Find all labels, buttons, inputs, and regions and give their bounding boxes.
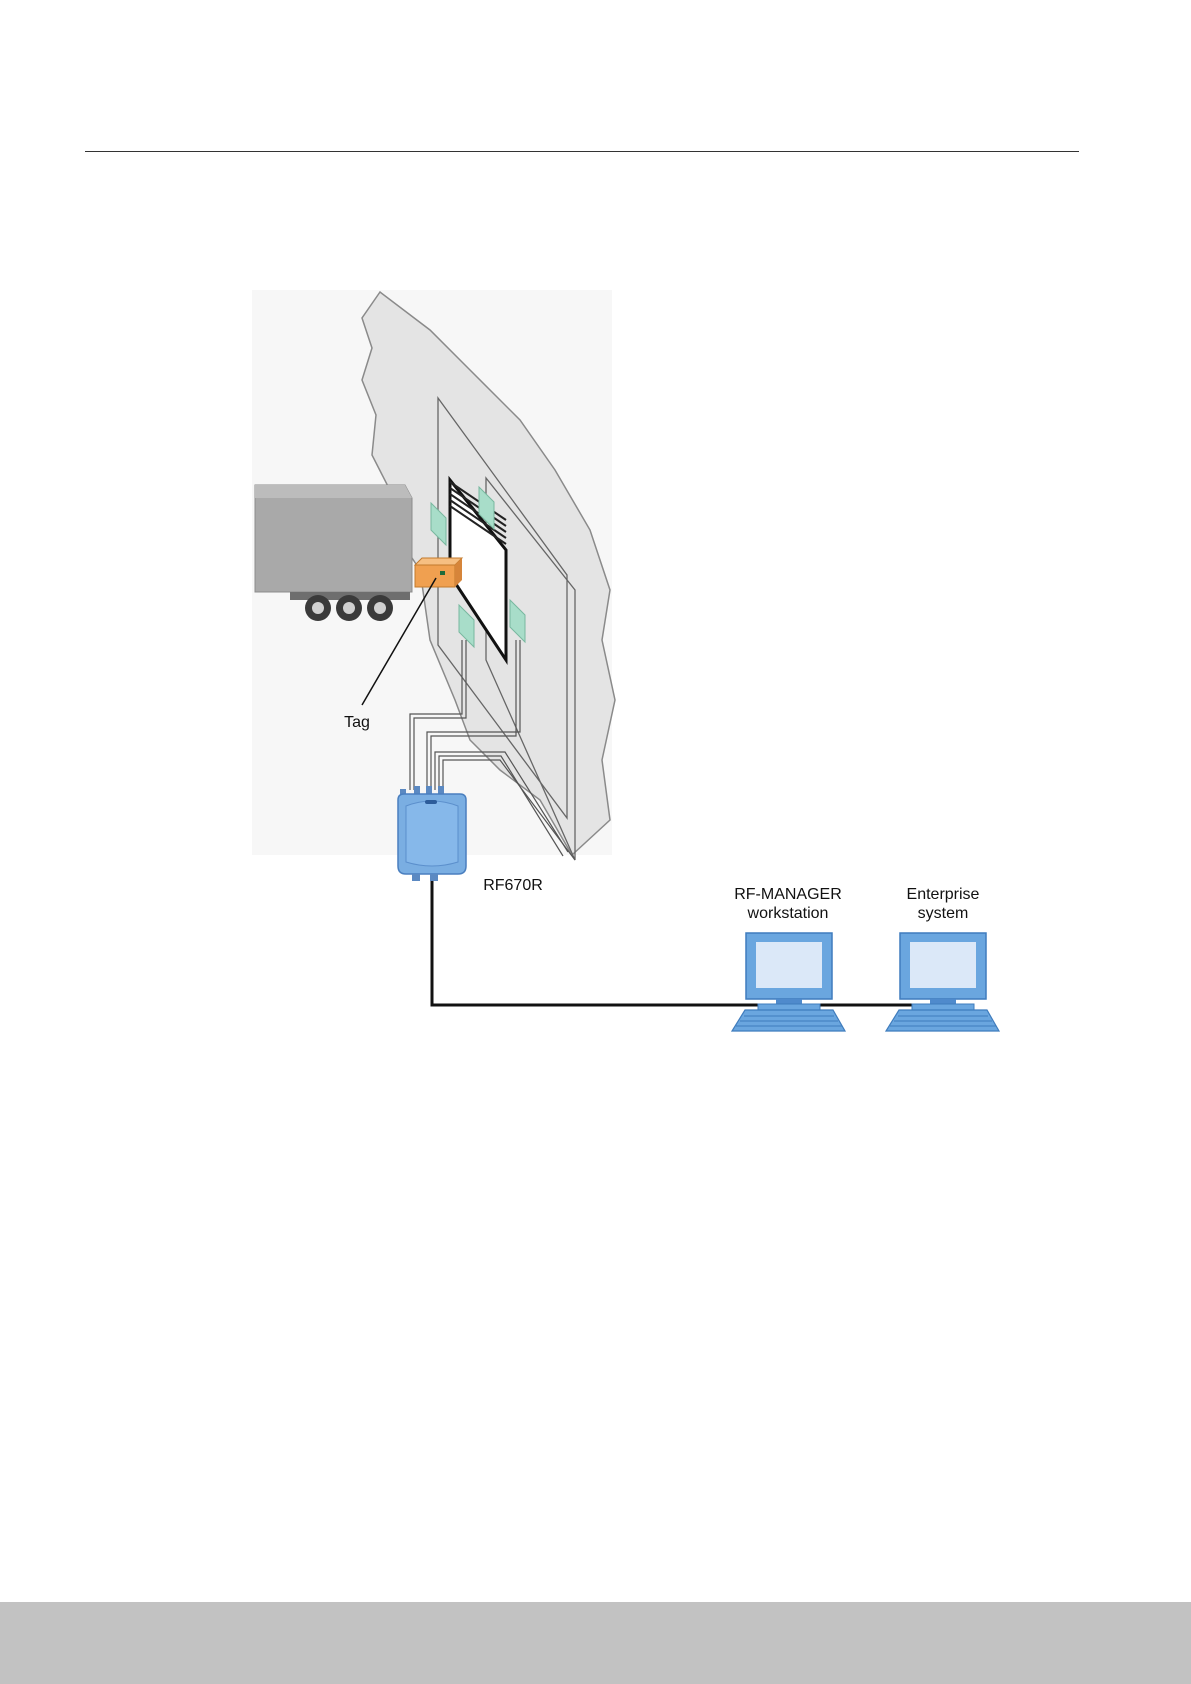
computer-icon — [732, 933, 845, 1031]
reader-icon — [398, 786, 466, 881]
tag-box-icon — [415, 558, 462, 587]
tag-label: Tag — [337, 713, 377, 732]
enterprise-label: Enterprise system — [883, 885, 1003, 923]
rfid-system-diagram — [0, 0, 1191, 1100]
footer-band — [0, 1602, 1191, 1684]
workstation-label: RF-MANAGER workstation — [718, 885, 858, 923]
reader-label: RF670R — [478, 876, 548, 895]
computer-icon — [886, 933, 999, 1031]
